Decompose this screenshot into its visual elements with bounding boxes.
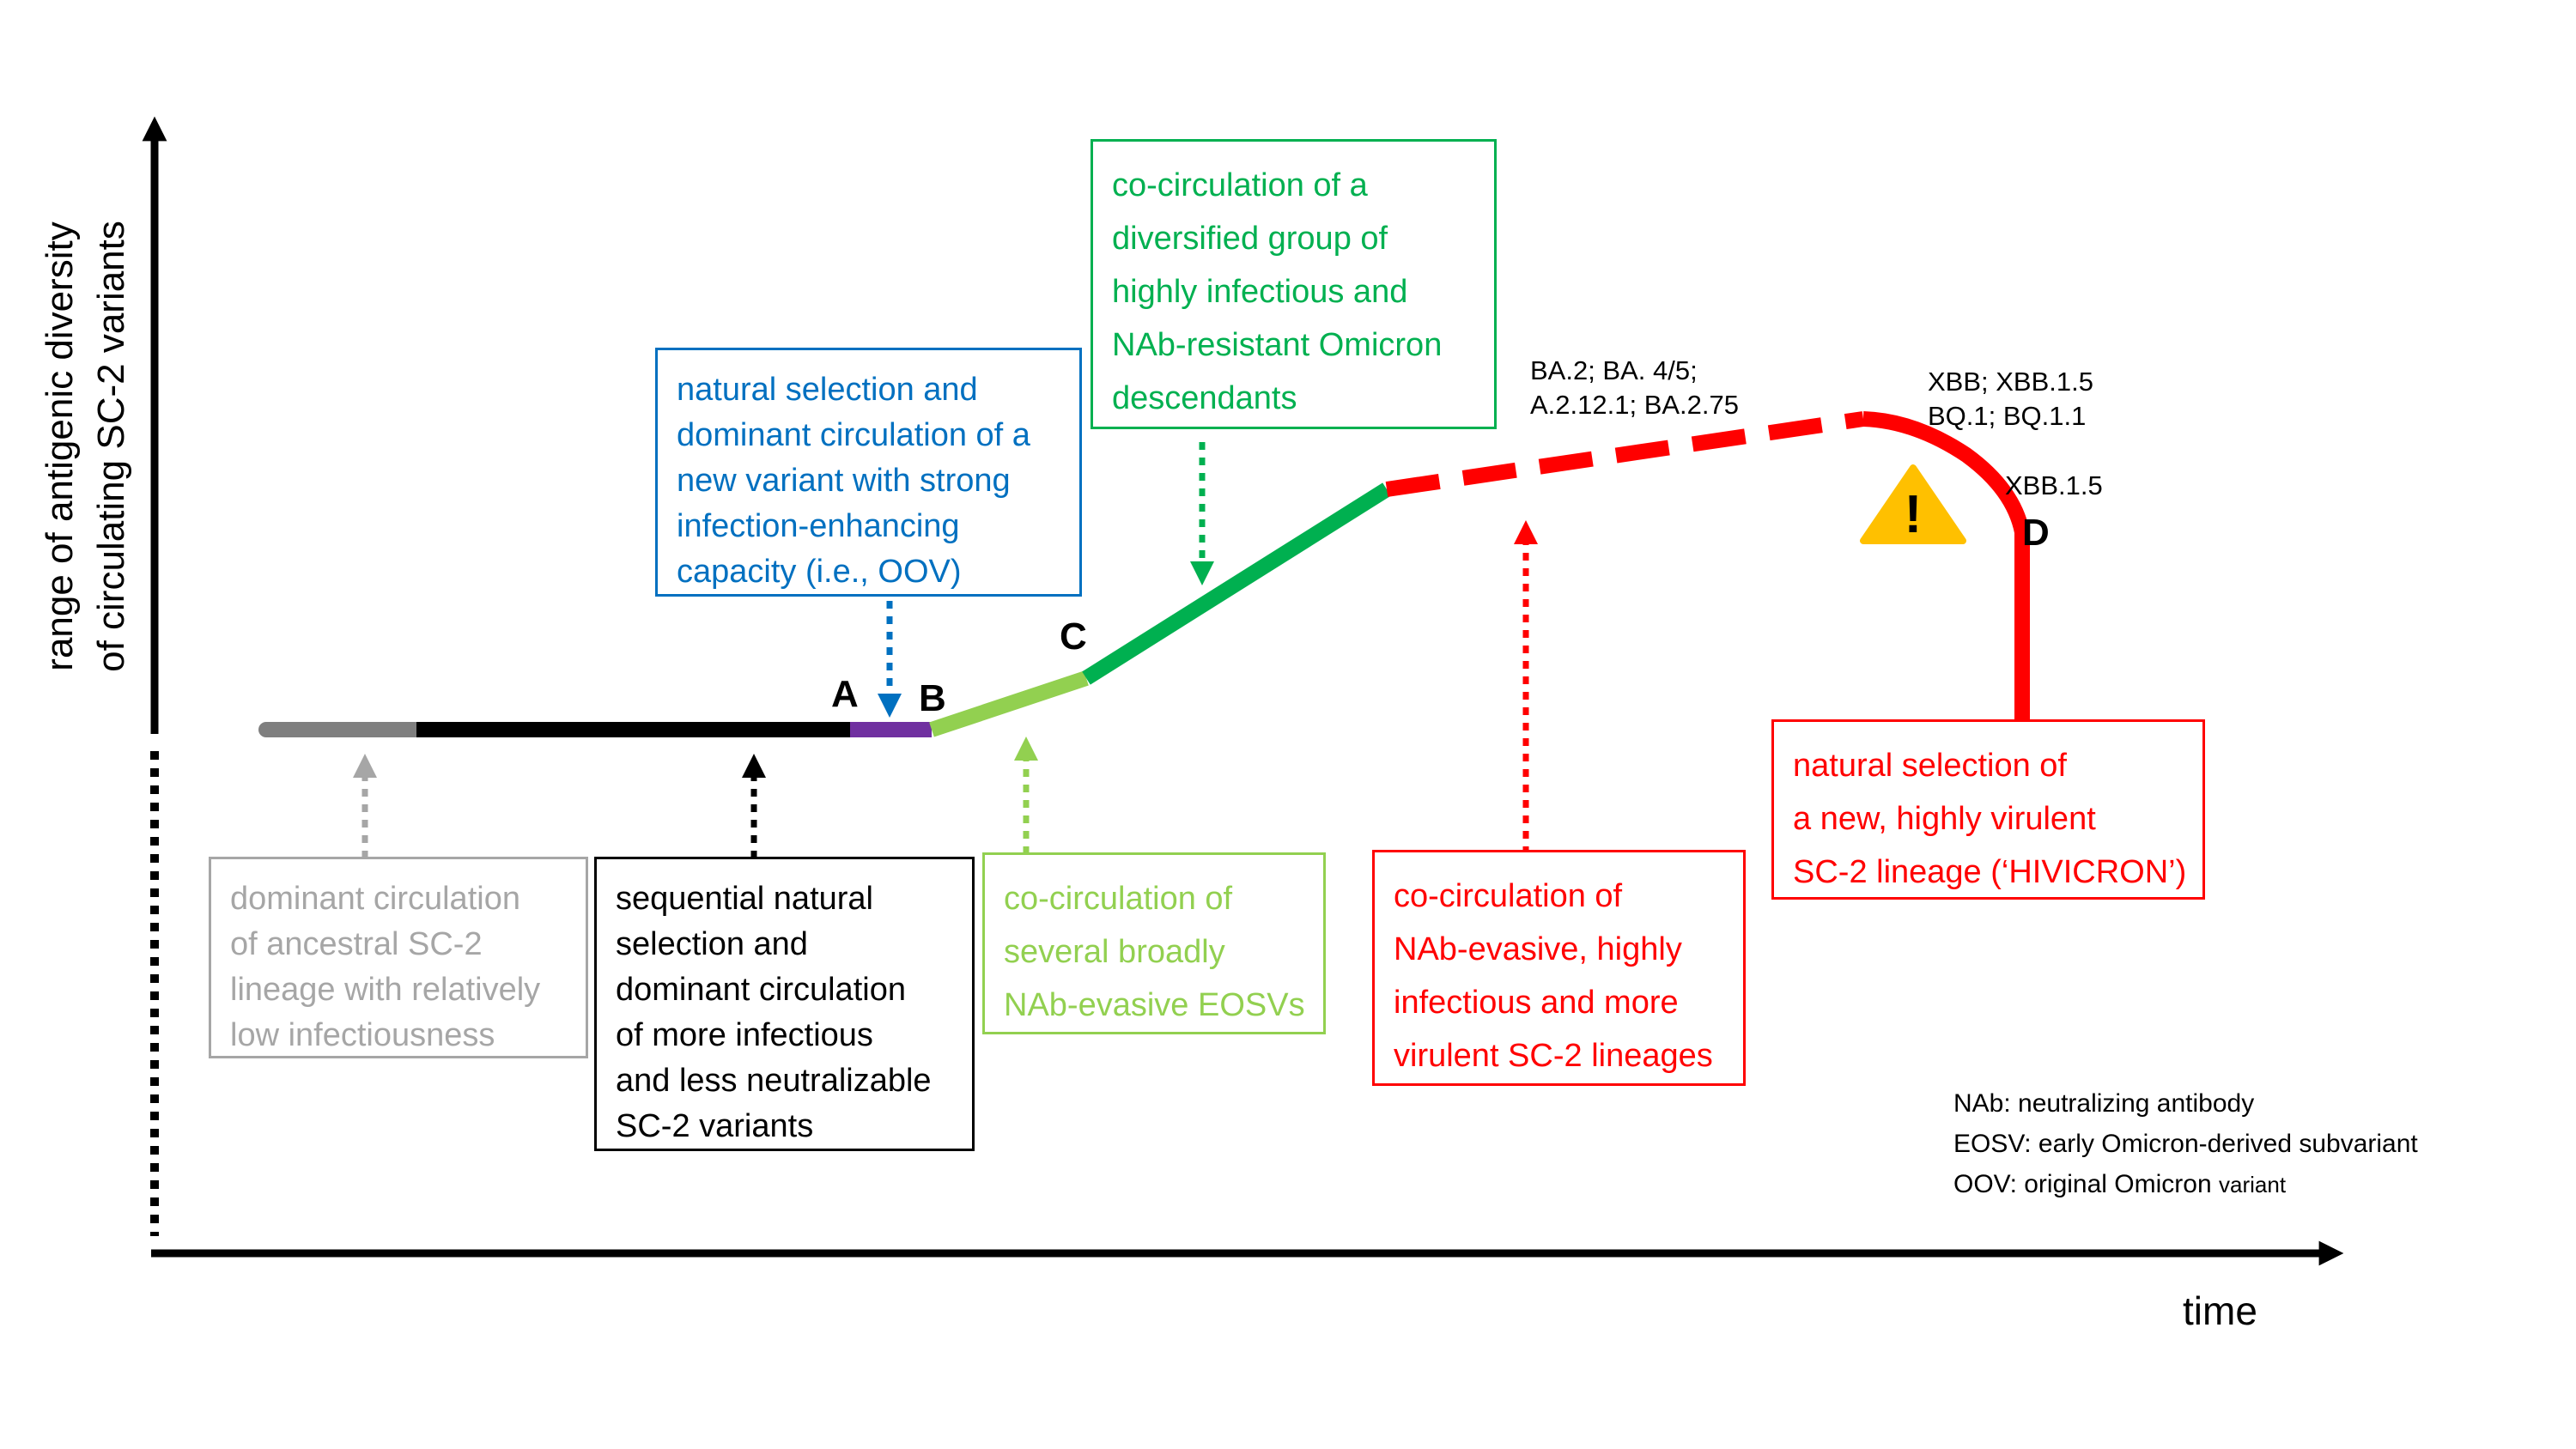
omicron-box-line: NAb-resistant Omicron: [1112, 327, 1443, 363]
omicron-descendants-segment: [1082, 482, 1391, 685]
y-axis-label-line2: of circulating SC-2 variants: [90, 221, 132, 672]
sequential-box: sequential natural selection and dominan…: [594, 857, 975, 1151]
oov-box-line: dominant circulation of a: [677, 417, 1030, 453]
eosv-box: co-circulation of several broadly NAb-ev…: [982, 852, 1326, 1034]
ancestral-box: dominant circulation of ancestral SC-2 l…: [209, 857, 588, 1058]
sequential-box-line: and less neutralizable: [616, 1063, 932, 1099]
eosv-segment: [929, 670, 1089, 737]
virulent-lineages-dashed-segment: [1385, 411, 1865, 497]
point-b-label: B: [919, 677, 946, 719]
point-c-label: C: [1060, 615, 1087, 658]
oov-box-line: infection-enhancing: [677, 508, 960, 544]
ba2-variants-line2: A.2.12.1; BA.2.75: [1530, 390, 1740, 420]
legend-oov: OOV: original Omicron variant: [1953, 1164, 2418, 1205]
hivicron-segment: [1862, 411, 2030, 725]
xbb15-label: XBB.1.5: [2005, 470, 2103, 500]
ancestral-box-line: lineage with relatively: [230, 972, 541, 1008]
ancestral-box-line: dominant circulation: [230, 881, 520, 917]
sequential-box-line: sequential natural: [616, 881, 873, 917]
legend-eosv: EOSV: early Omicron-derived subvariant: [1953, 1130, 2418, 1158]
hivicron-box-line: natural selection of: [1793, 748, 2067, 784]
hivicron-box-line: a new, highly virulent: [1793, 801, 2096, 837]
x-axis-label: time: [2183, 1288, 2257, 1333]
omicron-box-line: diversified group of: [1112, 221, 1388, 257]
sequential-box-line: of more infectious: [616, 1017, 873, 1053]
virulent-box-line: co-circulation of: [1394, 878, 1623, 914]
point-d-label: D: [2022, 512, 2050, 554]
omicron-box: co-circulation of a diversified group of…: [1091, 139, 1497, 429]
y-axis-label-line1: range of antigenic diversity: [39, 221, 81, 671]
omicron-box-line: co-circulation of a: [1112, 167, 1368, 203]
hivicron-box-line: SC-2 lineage (‘HIVICRON’): [1793, 854, 2187, 890]
abbreviation-legend: NAb: neutralizing antibody EOSV: early O…: [1953, 1083, 2418, 1205]
ancestral-box-line: low infectiousness: [230, 1017, 495, 1053]
legend-nab: NAb: neutralizing antibody: [1953, 1089, 2255, 1118]
sequential-box-line: dominant circulation: [616, 972, 906, 1008]
svg-text:!: !: [1905, 485, 1923, 544]
eosv-box-line: co-circulation of: [1004, 881, 1233, 917]
ancestral-box-line: of ancestral SC-2: [230, 926, 483, 962]
eosv-box-line: NAb-evasive EOSVs: [1004, 987, 1305, 1023]
ba2-variants-line1: BA.2; BA. 4/5;: [1530, 355, 1698, 385]
hivicron-box: natural selection of a new, highly virul…: [1771, 719, 2205, 900]
xbb-variants-line1: XBB; XBB.1.5: [1928, 367, 2093, 397]
virulent-box: co-circulation of NAb-evasive, highly in…: [1372, 850, 1746, 1086]
xbb-variants-label: XBB; XBB.1.5 BQ.1; BQ.1.1: [1928, 365, 2093, 433]
oov-box-line: capacity (i.e., OOV): [677, 554, 962, 590]
oov-box: natural selection and dominant circulati…: [655, 348, 1082, 597]
point-a-label: A: [831, 673, 859, 715]
legend-oov-suffix: variant: [2219, 1172, 2287, 1197]
sequential-box-line: selection and: [616, 926, 808, 962]
eosv-box-line: several broadly: [1004, 934, 1225, 970]
warning-icon: !: [1860, 464, 1966, 544]
oov-box-line: natural selection and: [677, 372, 978, 408]
oov-box-line: new variant with strong: [677, 463, 1011, 499]
virulent-box-line: infectious and more: [1394, 985, 1679, 1021]
ba2-variants-label: BA.2; BA. 4/5; A.2.12.1; BA.2.75: [1530, 354, 1739, 422]
sequential-box-line: SC-2 variants: [616, 1108, 814, 1144]
xbb-variants-line2: BQ.1; BQ.1.1: [1928, 401, 2087, 431]
legend-oov-prefix: OOV: original Omicron: [1953, 1170, 2212, 1198]
virulent-box-line: NAb-evasive, highly: [1394, 931, 1682, 967]
virulent-box-line: virulent SC-2 lineages: [1394, 1038, 1713, 1074]
omicron-box-line: descendants: [1112, 380, 1297, 416]
omicron-box-line: highly infectious and: [1112, 274, 1408, 310]
